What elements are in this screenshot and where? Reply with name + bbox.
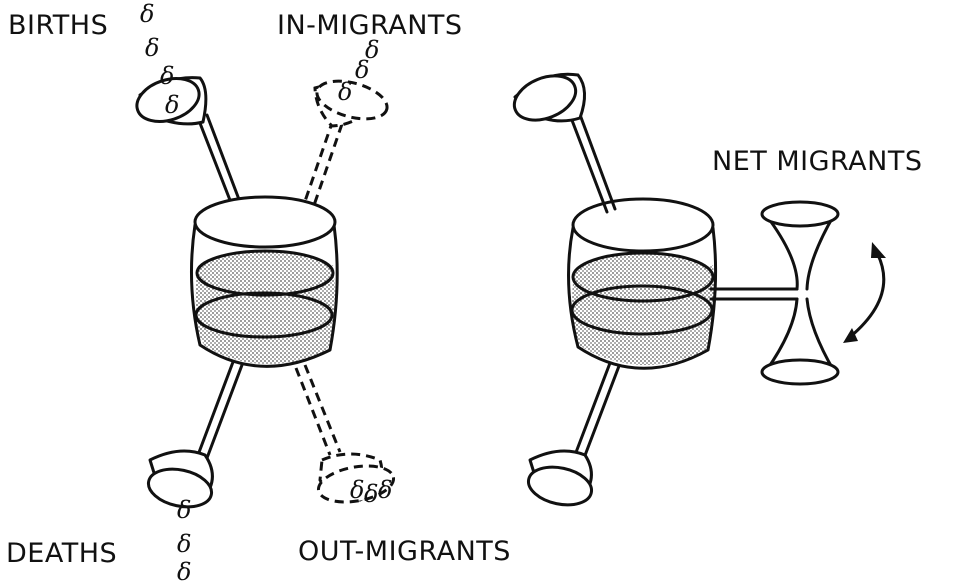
right-outflow-funnel [525, 363, 619, 510]
left-barrel [191, 197, 337, 366]
births-drop-2: δ [145, 34, 159, 62]
deaths-drop-2: δ [177, 530, 191, 558]
net-migrants-hourglass [711, 202, 838, 384]
deaths-drops: δ δ δ [177, 496, 191, 582]
deaths-drop-3: δ [177, 558, 191, 582]
right-inflow-funnel [508, 67, 615, 212]
net-migrants-label: NET MIGRANTS [712, 148, 922, 175]
in-drop-3: δ [338, 78, 352, 106]
out-migrants-drops: δ δ δ [350, 476, 392, 508]
births-drop-1: δ [140, 0, 154, 28]
deaths-drop-1: δ [177, 496, 191, 524]
out-drop-1: δ [350, 476, 364, 504]
in-migrants-label: IN-MIGRANTS [277, 12, 463, 39]
in-drop-2: δ [355, 56, 369, 84]
births-drop-3: δ [160, 62, 174, 90]
births-label: BIRTHS [8, 12, 108, 39]
deaths-funnel [145, 362, 242, 512]
out-drop-2: δ [364, 480, 378, 508]
out-migrants-label: OUT-MIGRANTS [298, 538, 511, 565]
left-system: δ δ δ δ δ δ δ δ δ δ δ δ δ [131, 0, 396, 582]
bidirectional-arrow-icon [843, 242, 886, 343]
deaths-label: DEATHS [6, 540, 117, 567]
right-system [508, 67, 886, 510]
births-drop-4: δ [165, 91, 179, 119]
right-barrel [569, 199, 716, 368]
births-funnel [131, 71, 243, 213]
out-drop-3: δ [378, 476, 392, 504]
